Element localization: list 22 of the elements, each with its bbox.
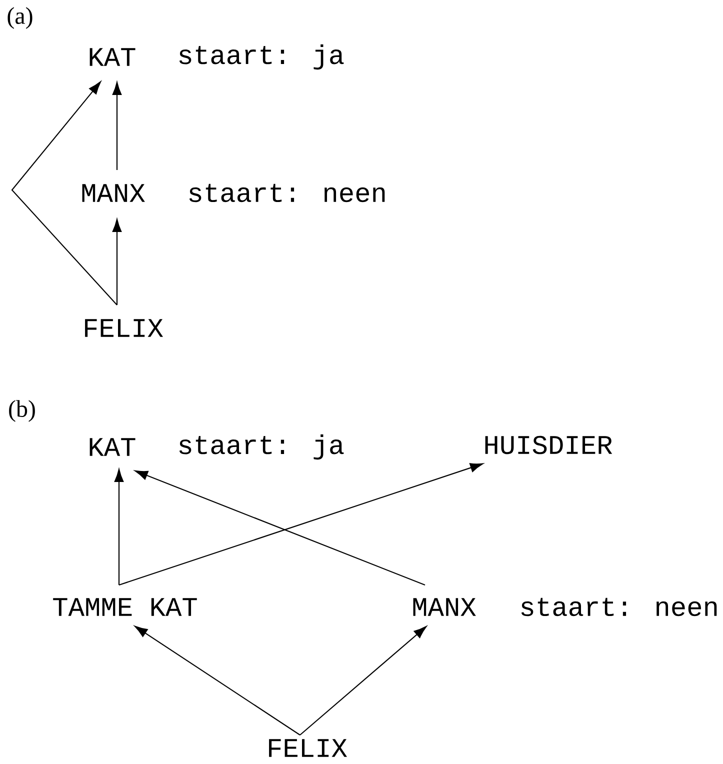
class-label: KAT bbox=[90, 438, 136, 456]
arrow bbox=[134, 626, 300, 736]
class-label: FELIX bbox=[85, 319, 164, 337]
attribute-label: staart: neen bbox=[521, 598, 717, 616]
class-label: FELIX bbox=[269, 739, 348, 757]
arrow bbox=[112, 82, 122, 170]
attribute-label: staart: ja bbox=[179, 44, 344, 70]
class-label: HUISDIER bbox=[485, 436, 612, 454]
panel-label: (a) bbox=[8, 7, 32, 29]
arrow bbox=[134, 470, 426, 586]
class-label: KAT bbox=[90, 48, 136, 66]
attribute-label: staart: ja bbox=[179, 434, 344, 460]
class-label: TAMME KAT bbox=[53, 598, 197, 616]
arrow bbox=[118, 463, 484, 586]
panel-label: (b) bbox=[9, 400, 35, 422]
class-label: MANX bbox=[413, 598, 476, 616]
arrow bbox=[300, 626, 427, 736]
class-label: MANX bbox=[82, 184, 145, 202]
arrow bbox=[114, 468, 124, 585]
arrow bbox=[11, 81, 118, 306]
attribute-label: staart: neen bbox=[189, 184, 385, 202]
arrow bbox=[112, 218, 122, 305]
